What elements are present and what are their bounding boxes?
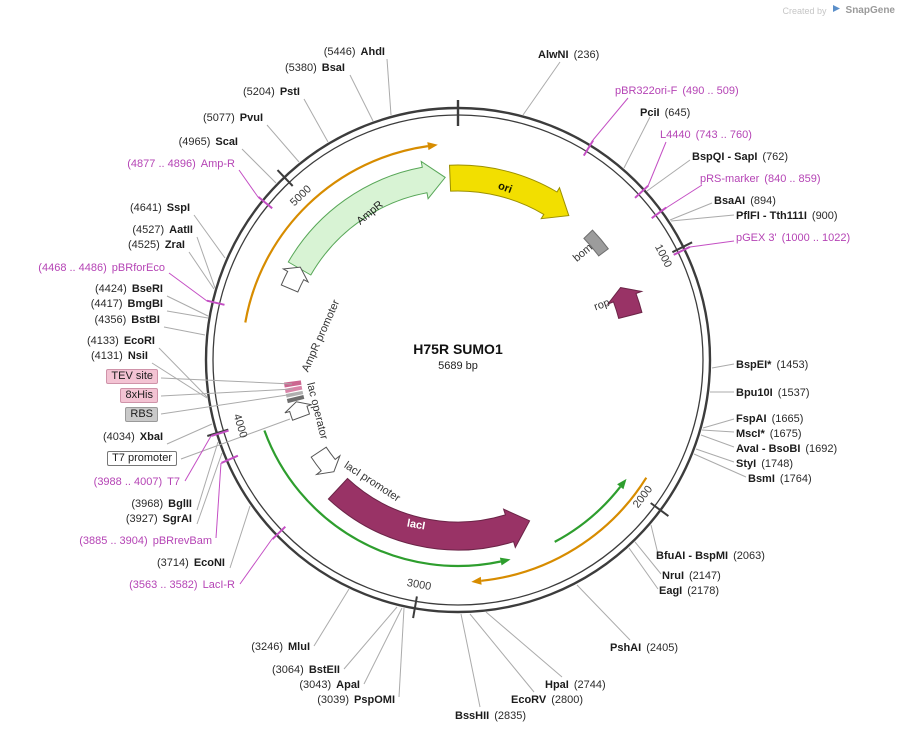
- plasmid-size: 5689 bp: [438, 360, 478, 372]
- enzyme-label-scai[interactable]: (4965)ScaI: [178, 136, 238, 148]
- t7-promoter-feature[interactable]: [284, 401, 312, 421]
- enzyme-label-sspi[interactable]: (4641)SspI: [129, 202, 190, 214]
- enzyme-label-bsaai[interactable]: BsaAI(894): [714, 195, 776, 207]
- orf-green-arrowhead: [499, 557, 511, 566]
- laci-promoter-feature[interactable]: [310, 446, 341, 476]
- ampr-feature[interactable]: [287, 160, 446, 276]
- orf-arc-orange: [244, 145, 648, 582]
- enzyme-label-avai-bsobi[interactable]: AvaI - BsoBI(1692): [736, 443, 838, 455]
- enzyme-label-msci[interactable]: MscI*(1675): [736, 428, 802, 440]
- primer-label-t7[interactable]: (3988 .. 4007)T7: [93, 476, 180, 488]
- enzyme-label-nsii[interactable]: (4131)NsiI: [91, 350, 148, 362]
- ampr-promoter-feature[interactable]: [280, 266, 310, 293]
- ori-feature[interactable]: [448, 164, 570, 220]
- enzyme-label-econi[interactable]: (3714)EcoNI: [157, 557, 225, 569]
- enzyme-label-bmgbi[interactable]: (4417)BmgBI: [90, 298, 163, 310]
- primer-label-pbrrevbam[interactable]: (3885 .. 3904)pBRrevBam: [79, 535, 212, 547]
- enzyme-label-pvui[interactable]: (5077)PvuI: [202, 112, 263, 124]
- enzyme-label-styi[interactable]: StyI(1748): [736, 458, 793, 470]
- primer-label-pbr322ori-f[interactable]: pBR322ori-F(490 .. 509): [615, 85, 739, 97]
- primer-label-amp-r[interactable]: (4877 .. 4896)Amp-R: [127, 158, 235, 170]
- enzyme-label-bsteii[interactable]: (3064)BstEII: [272, 664, 340, 676]
- watermark-created-by: Created by: [782, 5, 827, 16]
- orf-orange-arrowhead: [471, 576, 482, 585]
- enzyme-label-sgrai[interactable]: (3927)SgrAI: [125, 513, 192, 525]
- orf-orange-arrowhead: [427, 142, 438, 151]
- enzyme-label-pcii[interactable]: PciI(645): [640, 107, 691, 119]
- orf-arc-green: [263, 430, 622, 568]
- enzyme-label-bstbi[interactable]: (4356)BstBI: [94, 314, 160, 326]
- primer-label-l4440[interactable]: L4440(743 .. 760): [660, 129, 752, 141]
- enzyme-label-mlui[interactable]: (3246)MluI: [251, 641, 310, 653]
- rop-feature[interactable]: [606, 287, 644, 320]
- bom-feature[interactable]: [583, 229, 609, 257]
- laci-feature[interactable]: [327, 477, 531, 551]
- watermark-brand: SnapGene: [845, 5, 895, 16]
- enzyme-label-bspei[interactable]: BspEI*(1453): [736, 359, 809, 371]
- enzyme-label-ecori[interactable]: (4133)EcoRI: [87, 335, 155, 347]
- enzyme-label-xbai[interactable]: (4034)XbaI: [102, 431, 163, 443]
- tev-site-label[interactable]: TEV site: [106, 369, 158, 384]
- t7-promoter-label[interactable]: T7 promoter: [107, 451, 177, 466]
- orf-green-arrowhead: [617, 478, 627, 490]
- enzyme-label-hpai[interactable]: HpaI(2744): [545, 679, 606, 691]
- plasmid-title: H75R SUMO1: [413, 341, 503, 357]
- leader-lines: [151, 58, 747, 708]
- rbs-label[interactable]: RBS: [125, 407, 158, 422]
- his-tag-feature[interactable]: [284, 385, 303, 394]
- primer-ticks[interactable]: [206, 139, 691, 540]
- rbs-feature[interactable]: [285, 390, 304, 398]
- enzyme-label-pshai[interactable]: PshAI(2405): [610, 642, 678, 654]
- enzyme-label-alwni[interactable]: AlwNI(236): [538, 49, 600, 61]
- his-tag-label[interactable]: 8xHis: [120, 388, 158, 403]
- enzyme-label-apai[interactable]: (3043)ApaI: [299, 679, 360, 691]
- primer-label-prs-marker[interactable]: pRS-marker(840 .. 859): [700, 173, 821, 185]
- position-ticks: [207, 100, 693, 619]
- enzyme-label-aatii[interactable]: (4527)AatII: [132, 224, 193, 236]
- primer-label-pbrforeco[interactable]: (4468 .. 4486)pBRforEco: [38, 262, 165, 274]
- enzyme-label-bsshii[interactable]: BssHII(2835): [455, 710, 527, 722]
- enzyme-label-nrui[interactable]: NruI(2147): [662, 570, 721, 582]
- enzyme-label-bpu10i[interactable]: Bpu10I(1537): [736, 387, 810, 399]
- enzyme-label-fspai[interactable]: FspAI(1665): [736, 413, 804, 425]
- tev-site-feature[interactable]: [283, 380, 302, 388]
- enzyme-label-psti[interactable]: (5204)PstI: [243, 86, 300, 98]
- primer-label-pgex-3[interactable]: pGEX 3'(1000 .. 1022): [736, 232, 851, 244]
- primer-leader-lines: [168, 97, 735, 585]
- snapgene-logo-icon: [832, 5, 840, 16]
- primer-label-laci-r[interactable]: (3563 .. 3582)LacI-R: [129, 579, 235, 591]
- enzyme-label-ecorv[interactable]: EcoRV(2800): [511, 694, 584, 706]
- enzyme-label-eagi[interactable]: EagI(2178): [659, 585, 720, 597]
- lac-operator-feature[interactable]: [286, 395, 305, 404]
- enzyme-label-bspqi-sapi[interactable]: BspQI - SapI(762): [692, 151, 789, 163]
- enzyme-label-ahdi[interactable]: (5446)AhdI: [323, 46, 385, 58]
- enzyme-label-pflfi-tth111i[interactable]: PflFI - Tth111I(900): [736, 210, 838, 222]
- enzyme-label-bglii[interactable]: (3968)BglII: [131, 498, 192, 510]
- enzyme-label-zrai[interactable]: (4525)ZraI: [128, 239, 185, 251]
- watermark: Created by SnapGene: [782, 4, 895, 17]
- enzyme-label-bfuai-bspmi[interactable]: BfuAI - BspMI(2063): [656, 550, 765, 562]
- enzyme-label-bsai[interactable]: (5380)BsaI: [284, 62, 345, 74]
- enzyme-label-bseri[interactable]: (4424)BseRI: [95, 283, 163, 295]
- enzyme-label-bsmi[interactable]: BsmI(1764): [748, 473, 812, 485]
- enzyme-label-pspomi[interactable]: (3039)PspOMI: [317, 694, 395, 706]
